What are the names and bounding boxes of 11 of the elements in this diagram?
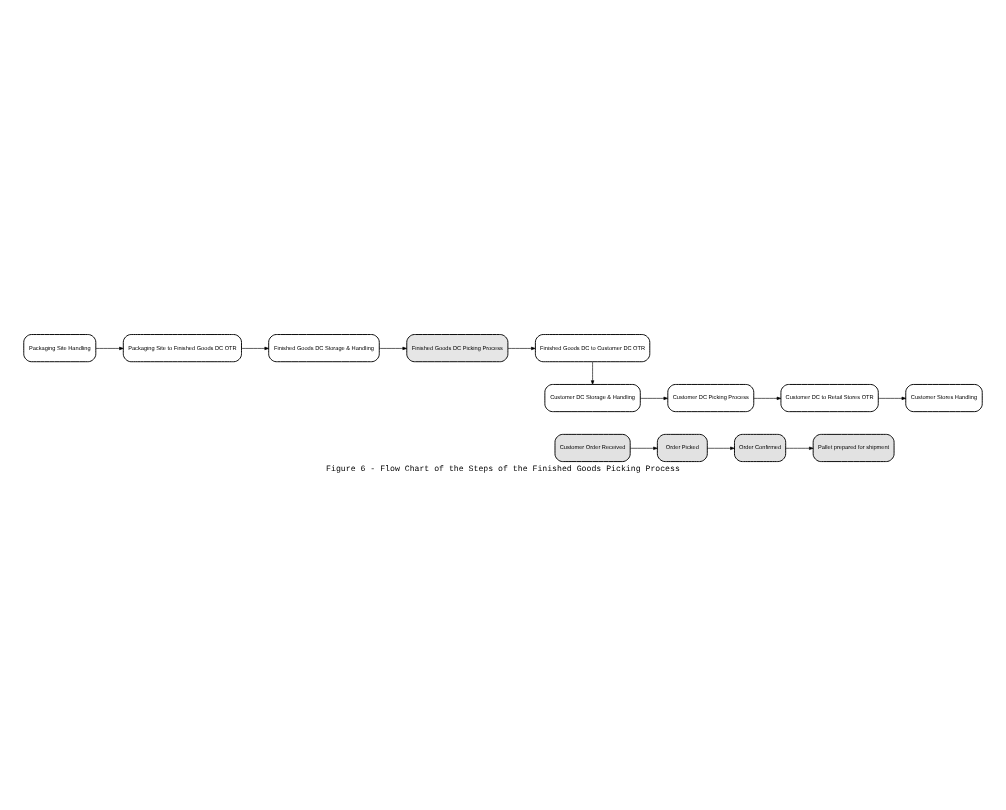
arrow [707, 446, 735, 450]
arrow [753, 396, 782, 400]
arrow [95, 346, 124, 351]
arrow [241, 346, 269, 351]
arrow [590, 361, 595, 385]
arrow [640, 396, 668, 400]
arrow [877, 396, 907, 400]
arrow [379, 346, 407, 351]
arrow [785, 446, 814, 450]
arrow [507, 346, 536, 351]
arrow [630, 446, 658, 450]
